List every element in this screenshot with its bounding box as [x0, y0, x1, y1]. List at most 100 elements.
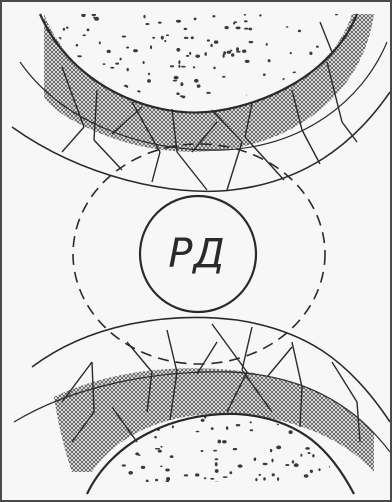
stipple-dot [212, 15, 215, 17]
stipple-dot [271, 459, 273, 463]
stipple-dot [290, 52, 292, 54]
stipple-dot [81, 13, 85, 17]
stipple-dot [77, 55, 82, 57]
stipple-dot [165, 469, 170, 472]
stipple-dot [244, 14, 246, 16]
stipple-dot [194, 79, 199, 83]
stipple-dot [204, 477, 207, 479]
stipple-dot [176, 20, 181, 23]
stipple-dot [186, 55, 189, 57]
stipple-dot [150, 45, 152, 49]
stipple-dot [195, 473, 199, 476]
stipple-dot [244, 20, 248, 22]
stipple-dot [184, 37, 189, 39]
stipple-dot [155, 479, 158, 482]
stipple-dot [137, 90, 140, 93]
stipple-dot [123, 85, 128, 89]
stipple-dot [146, 480, 149, 484]
stipple-dot [201, 419, 205, 422]
stipple-dot [126, 47, 129, 49]
stipple-dot [110, 67, 114, 69]
stipple-dot [286, 26, 289, 28]
stipple-dot [312, 454, 314, 457]
stipple-dot [174, 76, 179, 80]
stipple-dot [180, 82, 183, 86]
stipple-dot [245, 60, 250, 63]
stipple-dot [83, 34, 86, 36]
stipple-dot [138, 454, 140, 456]
stipple-dot [229, 471, 232, 474]
stipple-dot [263, 477, 266, 480]
stipple-dot [215, 469, 219, 473]
stipple-dot [182, 105, 187, 108]
stipple-dot [76, 44, 78, 47]
stipple-dot [215, 458, 219, 460]
stipple-dot [255, 478, 257, 481]
stipple-dot [215, 462, 218, 466]
stipple-dot [205, 102, 207, 104]
stipple-dot [341, 98, 344, 100]
stipple-dot [249, 41, 254, 43]
stipple-dot [244, 28, 248, 30]
stipple-dot [173, 80, 177, 82]
stipple-dot [236, 27, 241, 30]
stipple-dot [276, 446, 281, 450]
stipple-dot [40, 60, 43, 62]
stipple-dot [245, 95, 248, 99]
stipple-dot [157, 100, 161, 104]
stipple-dot [195, 55, 200, 58]
stipple-dot [270, 449, 272, 452]
stipple-dot [143, 61, 145, 64]
stipple-dot [250, 429, 253, 431]
stipple-dot [207, 39, 210, 41]
stipple-dot [184, 474, 188, 476]
stipple-dot [308, 452, 311, 454]
stipple-dot [277, 477, 279, 481]
bottom-hatched-band [54, 368, 374, 472]
stipple-dot [231, 53, 234, 57]
stipple-dot [194, 18, 197, 21]
stipple-dot [170, 65, 174, 67]
stipple-dot [230, 50, 232, 52]
stipple-dot [115, 63, 119, 65]
stipple-dot [250, 421, 252, 423]
stipple-dot [176, 92, 179, 95]
stipple-dot [305, 447, 310, 450]
stipple-dot [152, 37, 155, 39]
stipple-dot [122, 464, 126, 466]
stipple-dot [316, 46, 319, 48]
stipple-dot [292, 460, 294, 463]
stipple-dot [266, 43, 268, 46]
stipple-dot [99, 41, 101, 44]
stipple-dot [263, 74, 266, 76]
stipple-dot [160, 446, 162, 448]
stipple-dot [226, 426, 228, 430]
stipple-dot [191, 36, 194, 39]
stipple-dot [181, 66, 186, 68]
stipple-dot [93, 17, 95, 19]
stipple-dot [141, 466, 145, 469]
stipple-dot [210, 44, 212, 47]
stipple-dot [128, 471, 133, 475]
stipple-dot [236, 47, 239, 51]
stipple-dot [268, 59, 271, 62]
stipple-dot [272, 473, 275, 476]
stipple-dot [248, 28, 252, 31]
stipple-dot [166, 480, 169, 482]
stipple-dot [293, 72, 297, 74]
stipple-dot [214, 482, 219, 484]
stipple-dot [145, 23, 149, 25]
stipple-dot [66, 27, 68, 29]
stipple-dot [193, 66, 195, 68]
stipple-dot [158, 22, 162, 24]
stipple-dot [310, 470, 313, 473]
stipple-dot [309, 52, 312, 55]
stipple-dot [294, 463, 299, 467]
stipple-dot [148, 73, 150, 76]
stipple-dot [107, 50, 111, 53]
stipple-dot [222, 440, 227, 443]
stipple-dot [236, 424, 241, 426]
stipple-dot [213, 67, 215, 70]
stipple-dot [223, 476, 228, 478]
